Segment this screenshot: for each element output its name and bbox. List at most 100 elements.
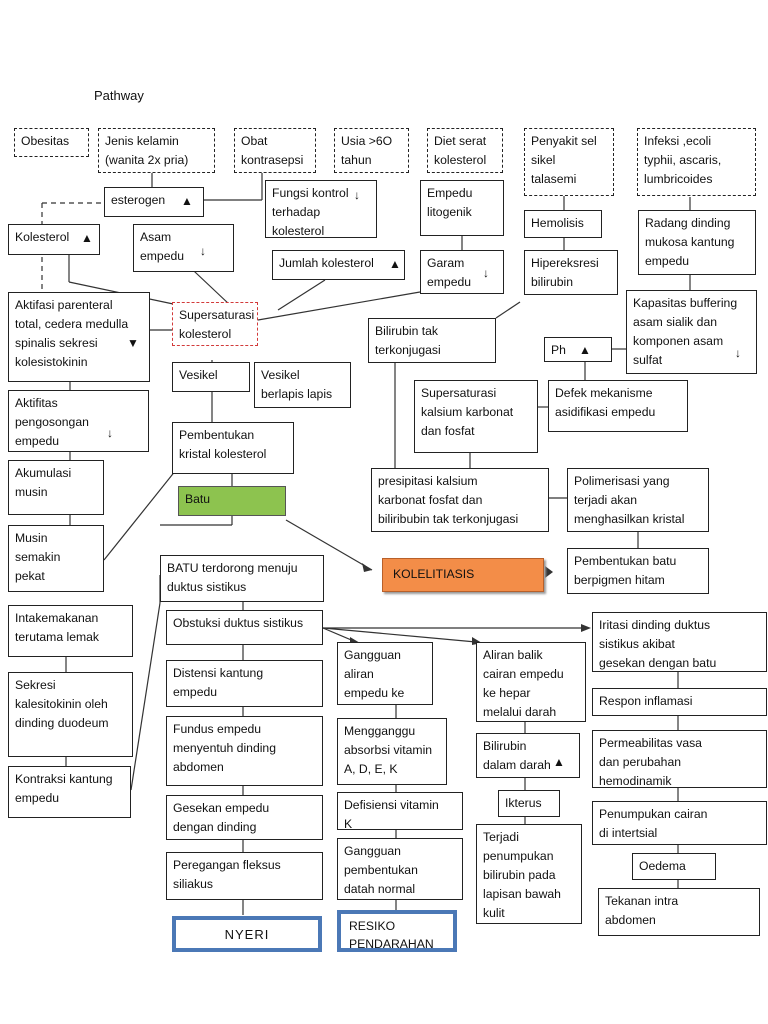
- node-hipereksresi: Hipereksresi bilirubin: [524, 250, 618, 295]
- node-label: Bilirubin dalam darah: [483, 739, 551, 772]
- node-nyeri: NYERI: [172, 916, 322, 952]
- node-tekanan: Tekanan intra abdomen: [598, 888, 760, 936]
- up-arrow-icon: ▲: [553, 755, 565, 769]
- node-sekresi: Sekresi kalesitokinin oleh dinding duode…: [8, 672, 133, 757]
- node-label: Permeabilitas vasa dan perubahan hemodin…: [599, 736, 702, 788]
- node-label: Asam empedu: [140, 230, 185, 263]
- node-label: Hipereksresi bilirubin: [531, 256, 599, 289]
- node-kontraksi: Kontraksi kantung empedu: [8, 766, 131, 818]
- up-arrow-icon: ▲: [181, 194, 193, 208]
- node-label: Terjadi penumpukan bilirubin pada lapisa…: [483, 830, 561, 920]
- node-label: Hemolisis: [531, 216, 584, 230]
- node-label: Gangguan pembentukan datah normal: [344, 844, 418, 896]
- node-akumulasi: Akumulasi musin: [8, 460, 104, 515]
- node-label: Infeksi ,ecoli typhii, ascaris, lumbrico…: [644, 134, 722, 186]
- up-arrow-icon: ▲: [389, 257, 401, 271]
- node-label: Fundus empedu menyentuh dinding abdomen: [173, 722, 276, 774]
- node-label: Jenis kelamin (wanita 2x pria): [105, 134, 189, 167]
- node-label: Usia >6O tahun: [341, 134, 393, 167]
- node-label: Ph: [551, 343, 566, 357]
- node-kapasitas: Kapasitas buffering asam sialik dan komp…: [626, 290, 757, 374]
- node-defek: Defek mekanisme asidifikasi empedu: [548, 380, 688, 432]
- node-label: Radang dinding mukosa kantung empedu: [645, 216, 735, 268]
- node-penumpukan-cairan: Penumpukan cairan di intertsial: [592, 801, 767, 845]
- node-label: Diet serat kolesterol: [434, 134, 487, 167]
- node-label: Gangguan aliran empedu ke duodenum: [344, 648, 405, 700]
- node-gangguan-aliran: Gangguan aliran empedu ke duodenum: [337, 642, 433, 705]
- node-penyakit-sel: Penyakit sel sikel talasemi: [524, 128, 614, 196]
- node-label: Batu: [185, 492, 211, 506]
- node-label: Fungsi kontrol terhadap kolesterol: [272, 186, 349, 238]
- node-label: Obesitas: [21, 134, 70, 148]
- node-label: NYERI: [224, 927, 270, 942]
- node-label: Penyakit sel sikel talasemi: [531, 134, 597, 186]
- node-defisiensi: Defisiensi vitamin K: [337, 792, 463, 830]
- node-peregangan: Peregangan fleksus siliakus: [166, 852, 323, 900]
- node-label: Supersaturasi kalsium karbonat dan fosfa…: [421, 386, 514, 438]
- node-label: BATU terdorong menuju duktus sistikus: [167, 561, 298, 594]
- node-musin: Musin semakin pekat: [8, 525, 104, 592]
- node-oedema: Oedema: [632, 853, 716, 880]
- page-title: Pathway: [94, 88, 144, 103]
- node-esterogen: esterogen ▲: [104, 187, 204, 217]
- node-infeksi: Infeksi ,ecoli typhii, ascaris, lumbrico…: [637, 128, 756, 196]
- node-batu-terdorong: BATU terdorong menuju duktus sistikus: [160, 555, 324, 602]
- node-label: Aktifasi parenteral total, cedera medull…: [15, 298, 129, 369]
- node-jenis-kelamin: Jenis kelamin (wanita 2x pria): [98, 128, 215, 173]
- node-jumlah-kolesterol: Jumlah kolesterol▲: [272, 250, 405, 280]
- node-obstruksi: Obstuksi duktus sistikus: [166, 610, 323, 645]
- node-aktifitas: Aktifitas pengosongan empedu↓: [8, 390, 149, 452]
- up-arrow-icon: ▲: [579, 343, 591, 357]
- down-arrow-icon: ↓: [735, 346, 741, 360]
- node-polimerisasi: Polimerisasi yang terjadi akan menghasil…: [567, 468, 709, 532]
- node-mengganggu: Mengganggu absorbsi vitamin A, D, E, K: [337, 718, 447, 785]
- node-label: esterogen: [111, 193, 166, 207]
- node-label: Gesekan empedu dengan dinding: [173, 801, 270, 834]
- node-label: Pembentukan kristal kolesterol: [179, 428, 267, 461]
- node-label: Respon inflamasi: [599, 694, 693, 708]
- node-label: Pembentukan batu berpigmen hitam: [574, 554, 677, 587]
- node-permeabilitas: Permeabilitas vasa dan perubahan hemodin…: [592, 730, 767, 788]
- node-label: Obstuksi duktus sistikus: [173, 616, 304, 630]
- node-aktifasi: Aktifasi parenteral total, cedera medull…: [8, 292, 150, 382]
- node-supersaturasi-kolesterol: Supersaturasi kolesterol: [172, 302, 258, 346]
- node-ph: Ph ▲: [544, 337, 612, 362]
- node-diet: Diet serat kolesterol: [427, 128, 503, 173]
- node-pembentukan-batu: Pembentukan batu berpigmen hitam: [567, 548, 709, 594]
- node-label: RESIKO PENDARAHAN: [349, 919, 434, 951]
- node-gangguan-pembentukan: Gangguan pembentukan datah normal: [337, 838, 463, 900]
- node-fundus: Fundus empedu menyentuh dinding abdomen: [166, 716, 323, 786]
- node-fungsi-kontrol: Fungsi kontrol terhadap kolesterol ↓: [265, 180, 377, 238]
- node-label: Oedema: [639, 859, 686, 873]
- down-arrow-icon: ↓: [483, 266, 489, 280]
- node-label: Kapasitas buffering asam sialik dan komp…: [633, 296, 738, 367]
- down-arrow-icon: ↓: [200, 244, 206, 258]
- node-label: Obat kontrasepsi: [241, 134, 304, 167]
- node-label: Sekresi kalesitokinin oleh dinding duode…: [15, 678, 109, 730]
- node-label: Aktifitas pengosongan empedu: [15, 396, 89, 448]
- node-distensi: Distensi kantung empedu: [166, 660, 323, 707]
- node-kolesterol: Kolesterol▲: [8, 224, 100, 255]
- node-label: Iritasi dinding duktus sistikus akibat g…: [599, 618, 717, 670]
- node-terjadi-penumpukan: Terjadi penumpukan bilirubin pada lapisa…: [476, 824, 582, 924]
- node-label: Kontraksi kantung empedu: [15, 772, 113, 805]
- node-empedu-litogenik: Empedu litogenik: [420, 180, 504, 236]
- node-label: Akumulasi musin: [15, 466, 72, 499]
- node-asam-empedu: Asam empedu ↓: [133, 224, 234, 272]
- node-bilirubin-tak: Bilirubin tak terkonjugasi: [368, 318, 496, 363]
- node-label: Peregangan fleksus siliakus: [173, 858, 281, 891]
- node-resiko: RESIKO PENDARAHAN: [337, 910, 457, 952]
- node-label: Kolesterol: [15, 230, 70, 244]
- node-label: Supersaturasi kolesterol: [179, 308, 255, 341]
- node-radang: Radang dinding mukosa kantung empedu: [638, 210, 756, 275]
- node-gesekan: Gesekan empedu dengan dinding: [166, 795, 323, 840]
- node-label: Penumpukan cairan di intertsial: [599, 807, 708, 840]
- node-bilirubin-darah: Bilirubin dalam darah▲: [476, 733, 580, 778]
- node-label: KOLELITIASIS: [393, 567, 475, 581]
- node-presipitasi: presipitasi kalsium karbonat fosfat dan …: [371, 468, 549, 532]
- node-hemolisis: Hemolisis: [524, 210, 602, 238]
- node-aliran-balik: Aliran balik cairan empedu ke hepar mela…: [476, 642, 586, 722]
- down-arrow-icon: ↓: [354, 188, 360, 202]
- node-label: Garam empedu: [427, 256, 472, 289]
